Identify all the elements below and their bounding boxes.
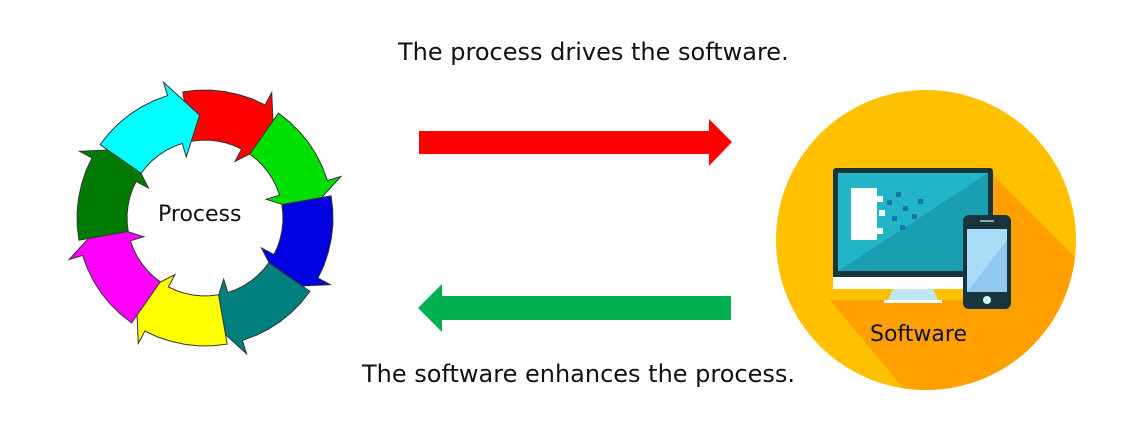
cycle-arrow-6 — [67, 222, 161, 324]
cycle-arrow-7 — [76, 148, 150, 241]
cycle-arrow-4 — [209, 262, 311, 356]
software-label: Software — [870, 322, 967, 347]
smartphone-icon — [963, 215, 1011, 309]
bottom-caption: The software enhances the process. — [362, 360, 796, 388]
cycle-arrow-5 — [135, 273, 228, 347]
process-cycle-icon — [67, 80, 343, 356]
cycle-arrow-1 — [182, 89, 275, 163]
cycle-arrow-2 — [249, 112, 343, 214]
enhances-arrow — [418, 284, 731, 332]
process-label: Process — [158, 202, 242, 227]
cycle-arrow-3 — [260, 195, 334, 288]
cycle-arrow-8 — [99, 80, 201, 174]
drives-arrow — [419, 119, 732, 166]
software-circle — [776, 90, 1076, 390]
top-caption: The process drives the software. — [398, 38, 789, 66]
